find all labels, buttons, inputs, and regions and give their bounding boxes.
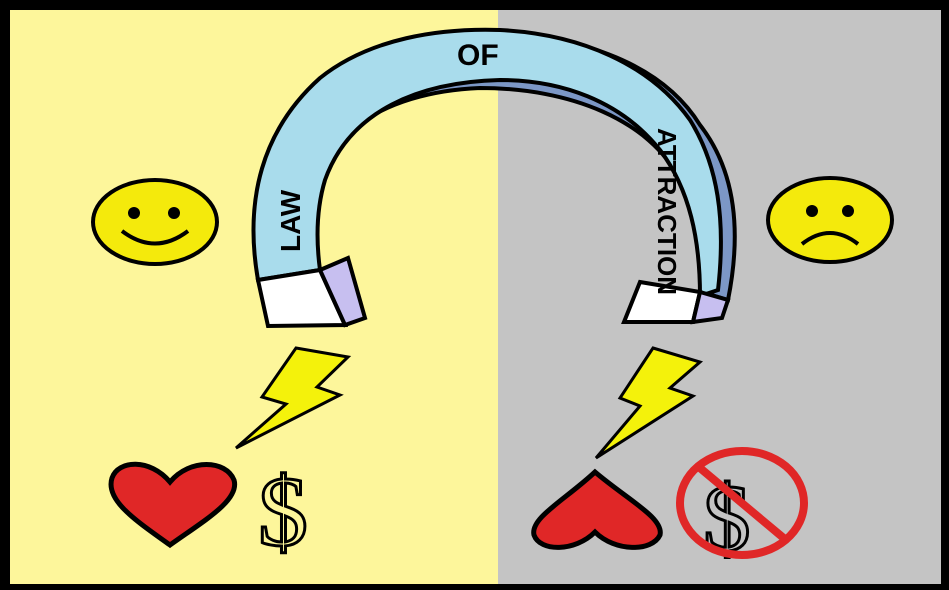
magnet-word-law: LAW [275,189,306,252]
positive-panel [10,10,498,584]
heart-icon [108,461,238,549]
magnet-outer-band [251,27,723,299]
magnet-word-attraction: ATTRACTION [652,128,682,295]
magnet-right-tip-side [690,289,731,325]
svg-text:$: $ [258,456,308,567]
horseshoe-magnet: OF LAW ATTRACTION [251,27,737,329]
magnet-left-tip-side [317,255,368,328]
dollar-sign-icon: $ [257,455,310,569]
sad-face-icon [766,176,894,264]
magnet-word-of: OF [457,39,499,72]
happy-face-icon [91,178,219,266]
upside-down-heart-icon [531,468,663,550]
lightning-bolt-icon-left [235,346,352,450]
no-dollar-icon: $ [676,447,808,573]
lightning-bolt-icon-right [594,346,704,460]
